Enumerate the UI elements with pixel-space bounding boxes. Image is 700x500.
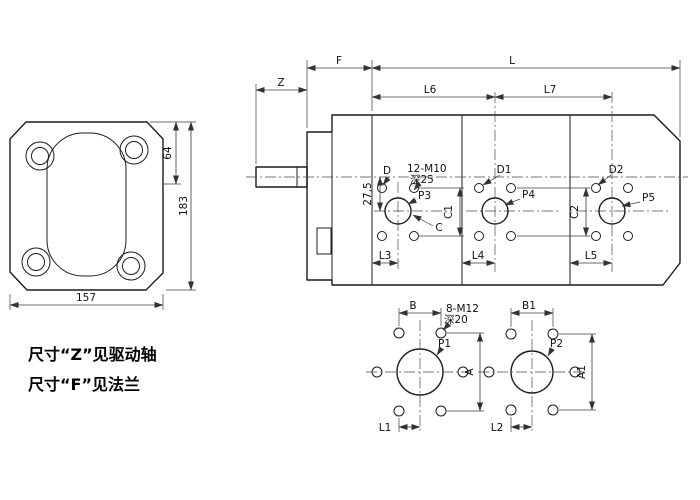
port-label-p4: P4 bbox=[522, 189, 535, 201]
port-label-p3: P3 bbox=[418, 190, 431, 202]
label-d2: D2 bbox=[609, 164, 624, 176]
label-d: D bbox=[383, 165, 391, 177]
port-p5-circle bbox=[598, 197, 626, 225]
pump-profile bbox=[46, 132, 127, 277]
dim-label-height: 183 bbox=[178, 196, 190, 216]
dim-label-b: B bbox=[409, 300, 416, 312]
bolt-hole bbox=[125, 141, 143, 159]
port-view-left: B 8-M12 深20 P1 A L1 bbox=[366, 300, 484, 434]
thread-depth-note: 深20 bbox=[444, 314, 468, 326]
dim-label-c2: C2 bbox=[569, 205, 581, 219]
bolt-hole bbox=[31, 147, 49, 165]
port-p4-circle bbox=[481, 197, 509, 225]
note-f-flange: 尺寸“F”见法兰 bbox=[28, 375, 140, 394]
bolt-hole bbox=[116, 251, 146, 281]
port-label-p2: P2 bbox=[550, 338, 563, 350]
dim-label-l4: L4 bbox=[472, 250, 485, 262]
dim-label-width: 157 bbox=[76, 292, 96, 304]
dim-label-upper: 64 bbox=[162, 146, 174, 160]
side-view: Z F L L6 L7 27,5 C1 C2 D 12-M10 深25 P3 C… bbox=[246, 55, 688, 286]
dim-label-l7: L7 bbox=[544, 84, 557, 96]
port-p3-circle bbox=[384, 197, 412, 225]
flange-plate-outline bbox=[9, 121, 164, 291]
thread-note: 12-M10 bbox=[407, 163, 447, 175]
dim-label-offset: 27,5 bbox=[362, 182, 374, 205]
dim-label-l2: L2 bbox=[491, 422, 504, 434]
port-label-p1: P1 bbox=[438, 338, 451, 350]
pump-body-outline bbox=[306, 114, 681, 286]
bolt-hole bbox=[119, 135, 149, 165]
note-z-drive-shaft: 尺寸“Z”见驱动轴 bbox=[28, 345, 157, 364]
dim-label-c1: C1 bbox=[443, 205, 455, 219]
dim-label-l3: L3 bbox=[379, 250, 392, 262]
bolt-hole bbox=[21, 247, 51, 277]
port-label-p5: P5 bbox=[642, 192, 655, 204]
side-boss bbox=[316, 227, 332, 255]
label-d1: D1 bbox=[497, 164, 512, 176]
bolt-hole bbox=[25, 141, 55, 171]
dim-label-l1: L1 bbox=[379, 422, 392, 434]
thread-note: 8-M12 bbox=[446, 303, 479, 315]
dim-label-z: Z bbox=[277, 77, 284, 89]
dim-label-a: A bbox=[464, 368, 476, 376]
bolt-hole bbox=[27, 253, 45, 271]
dim-label-f: F bbox=[336, 55, 342, 67]
thread-depth-note: 深25 bbox=[410, 174, 434, 186]
dim-label-l5: L5 bbox=[585, 250, 598, 262]
dim-label-c: C bbox=[435, 222, 442, 234]
dim-label-l6: L6 bbox=[424, 84, 437, 96]
dim-label-l: L bbox=[509, 55, 515, 67]
front-view: 157 64 183 bbox=[9, 121, 196, 310]
dim-label-b1: B1 bbox=[522, 300, 536, 312]
notes: 尺寸“Z”见驱动轴 尺寸“F”见法兰 bbox=[28, 345, 157, 394]
dim-label-a1: A1 bbox=[576, 365, 588, 379]
bolt-hole bbox=[122, 257, 140, 275]
port-view-right: B1 P2 A1 L2 bbox=[478, 300, 596, 434]
